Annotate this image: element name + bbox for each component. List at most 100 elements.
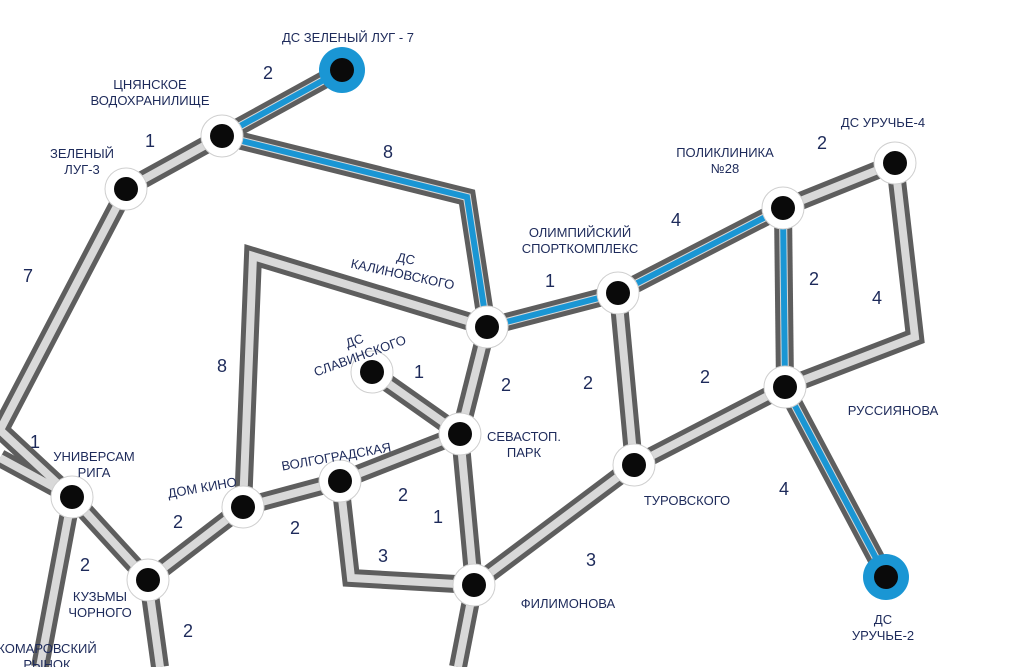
stop-label-line: ДС УРУЧЬЕ-4: [841, 115, 925, 130]
stop-label-line: СЕВАСТОП.: [487, 429, 561, 444]
stop-label: РУССИЯНОВА: [848, 403, 939, 418]
edge-e-uru4-rus-inner: [783, 162, 920, 391]
stop-marker-icon: [606, 281, 630, 305]
stop-label-line: УНИВЕРСАМ: [53, 449, 134, 464]
stop-marker-icon: [231, 495, 255, 519]
distance-label: 1: [30, 432, 40, 452]
stop-label: ФИЛИМОНОВА: [521, 596, 616, 611]
stop-label-line: ПАРК: [507, 445, 542, 460]
stop-marker-icon: [210, 124, 234, 148]
stop-label-line: ЧОРНОГО: [68, 605, 131, 620]
stop-label-line: ЦНЯНСКОЕ: [113, 77, 187, 92]
stop-universam-riga[interactable]: [50, 475, 94, 519]
distance-label: 2: [501, 375, 511, 395]
edge-e-tsn-kal-route: [221, 133, 490, 328]
distance-label: 8: [383, 142, 393, 162]
stop-marker-icon: [874, 565, 898, 589]
stop-ds-uruchye-2[interactable]: [863, 554, 909, 600]
distance-label: 2: [809, 269, 819, 289]
stops-layer: [50, 47, 917, 607]
stop-label: ДС ЗЕЛЕНЫЙ ЛУГ - 7: [282, 30, 414, 45]
stop-label-line: ПОЛИКЛИНИКА: [676, 145, 774, 160]
stop-label: ТУРОВСКОГО: [644, 493, 730, 508]
distance-label: 8: [217, 356, 227, 376]
stop-label-line: №28: [711, 161, 739, 176]
edge-e-tur-fil-inner: [471, 461, 637, 589]
stop-label-line: ЛУГ-3: [64, 162, 99, 177]
stop-label-line: ДС: [874, 612, 892, 627]
distance-label: 4: [779, 479, 789, 499]
distance-label: 2: [700, 367, 710, 387]
stop-label-line: РИГА: [78, 465, 111, 480]
stop-label-line: ДС: [395, 249, 416, 267]
stop-tsnyanskoe[interactable]: [200, 114, 244, 158]
edge-e-zl3-riga-inner: [0, 187, 130, 500]
stop-marker-icon: [622, 453, 646, 477]
distance-label: 7: [23, 266, 33, 286]
edge-e-rus-tur-inner: [632, 383, 787, 469]
stop-marker-icon: [328, 469, 352, 493]
distance-label: 2: [398, 485, 408, 505]
distance-label: 3: [378, 546, 388, 566]
stop-label-line: ДС ЗЕЛЕНЫЙ ЛУГ - 7: [282, 30, 414, 45]
stop-russiyanova[interactable]: [763, 365, 807, 409]
distance-label: 3: [586, 550, 596, 570]
distance-label: 4: [872, 288, 882, 308]
stop-label-line: ДС: [343, 331, 365, 351]
stop-ds-kalinovskogo[interactable]: [465, 305, 509, 349]
stop-marker-icon: [771, 196, 795, 220]
stop-poliklinika-28[interactable]: [761, 186, 805, 230]
stop-filimonova[interactable]: [452, 563, 496, 607]
stop-zeleny-lug-3[interactable]: [104, 167, 148, 211]
stop-label: ДС УРУЧЬЕ-4: [841, 115, 925, 130]
stop-label-line: КУЗЬМЫ: [73, 589, 127, 604]
stop-sevastop-park[interactable]: [438, 412, 482, 456]
stop-marker-icon: [330, 58, 354, 82]
stop-volgogradskaya[interactable]: [318, 459, 362, 503]
stop-label-line: ТУРОВСКОГО: [644, 493, 730, 508]
stop-turovskogo[interactable]: [612, 443, 656, 487]
stop-label-line: ОЛИМПИЙСКИЙ: [529, 225, 631, 240]
edge-e-riga-kom-inner: [36, 496, 76, 667]
edge-e-tsn-kal-outer: [219, 127, 496, 329]
stop-marker-icon: [136, 568, 160, 592]
stop-label-line: КОМАРОВСКИЙ: [0, 641, 97, 656]
distance-label: 2: [173, 512, 183, 532]
stop-olimpiysky[interactable]: [596, 271, 640, 315]
stop-marker-icon: [462, 573, 486, 597]
edge-e-volg-fil-inner: [336, 480, 475, 589]
distance-label: 1: [414, 362, 424, 382]
stop-marker-icon: [448, 422, 472, 446]
stop-ds-slavinskogo[interactable]: [350, 350, 394, 394]
stop-label-line: РЫНОК: [23, 657, 71, 667]
stop-kuzmy-chernogo[interactable]: [126, 558, 170, 602]
stop-ds-uruchye-4[interactable]: [873, 141, 917, 185]
stop-dom-kino[interactable]: [221, 485, 265, 529]
stop-label: СЕВАСТОП.ПАРК: [487, 429, 561, 460]
edge-e-olim-tur-inner: [614, 292, 638, 466]
distance-label: 2: [183, 621, 193, 641]
highlighted-route: [220, 67, 889, 579]
stop-label-line: ФИЛИМОНОВА: [521, 596, 616, 611]
distance-label: 1: [433, 507, 443, 527]
distance-label: 2: [263, 63, 273, 83]
edge-e-pol-rus-route: [780, 207, 788, 388]
stop-marker-icon: [60, 485, 84, 509]
stop-marker-icon: [114, 177, 138, 201]
stop-label-line: РУССИЯНОВА: [848, 403, 939, 418]
edge-e-kal-olim-route: [486, 290, 619, 330]
stop-zeleny-lug-7[interactable]: [319, 47, 365, 93]
stop-label-line: ЗЕЛЕНЫЙ: [50, 146, 114, 161]
edge-e-olim-pol-route: [616, 205, 785, 296]
distance-label: 2: [817, 133, 827, 153]
stop-marker-icon: [475, 315, 499, 339]
